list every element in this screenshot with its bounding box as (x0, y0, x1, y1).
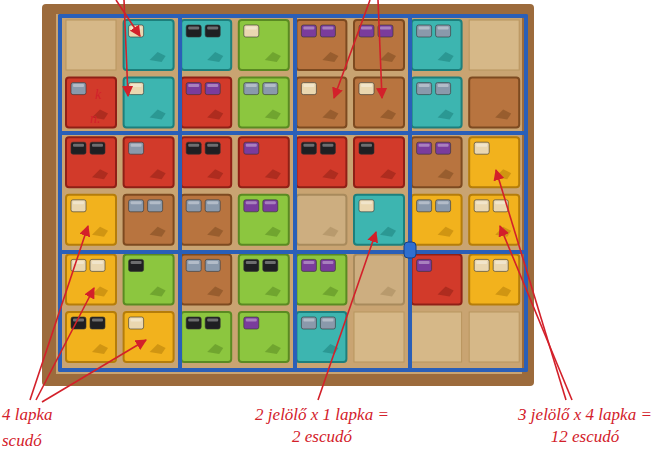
board-tile (354, 312, 404, 362)
board-tile (412, 254, 462, 304)
leader-arrow (318, 232, 376, 400)
leader-arrow (124, 0, 128, 96)
board-tile (181, 195, 231, 245)
board-tile (181, 78, 231, 128)
board-tile (296, 20, 346, 70)
region-borders (60, 16, 526, 370)
callout-text: 2 jelölő x 1 lapka = 2 escudó (255, 404, 390, 448)
board-tile (124, 137, 174, 187)
leader-arrow (378, 0, 382, 98)
leader-arrow (36, 288, 94, 400)
callout-text: 3 jelölő x 4 lapka = 12 escudó (517, 404, 653, 448)
board-frame (42, 4, 534, 386)
callout-text: k (95, 86, 101, 104)
board-tile (124, 254, 174, 304)
board-tile (124, 78, 174, 128)
board-tile (239, 254, 289, 304)
leader-arrow (116, 0, 140, 36)
leader-arrow (334, 0, 370, 98)
board-tile (469, 137, 519, 187)
board-tile (181, 312, 231, 362)
leader-arrow (30, 226, 88, 400)
board-ground (56, 14, 522, 374)
board-tile (66, 254, 116, 304)
board-tile (239, 195, 289, 245)
board-tile (66, 20, 116, 70)
leader-arrow (496, 170, 566, 400)
callout-text: n. (90, 110, 101, 128)
board-tile (181, 254, 231, 304)
board-tile (296, 195, 346, 245)
callout-text: 4 lapka (2, 404, 53, 426)
board-tile (66, 78, 116, 128)
board-tile (239, 78, 289, 128)
board-tile (412, 312, 462, 362)
board-tile (124, 312, 174, 362)
board-tile (412, 195, 462, 245)
board-tile (239, 137, 289, 187)
board-tile (296, 254, 346, 304)
board-tile (469, 312, 519, 362)
board (42, 4, 534, 386)
board-tile (66, 312, 116, 362)
board-tile (66, 137, 116, 187)
leader-lines (30, 0, 572, 402)
board-tile (354, 137, 404, 187)
callout-text: scudó (2, 430, 42, 452)
board-tile (239, 312, 289, 362)
board-tile (469, 254, 519, 304)
board-tile (469, 78, 519, 128)
board-tile (412, 20, 462, 70)
leader-arrow (500, 226, 572, 400)
board-tile (412, 137, 462, 187)
board-tile (469, 20, 519, 70)
player-marker (404, 242, 416, 258)
board-tile (66, 195, 116, 245)
board-tile (354, 78, 404, 128)
board-tile (239, 20, 289, 70)
board-tile (181, 137, 231, 187)
board-tile (124, 195, 174, 245)
board-tile (354, 195, 404, 245)
board-tile (296, 312, 346, 362)
board-tile (354, 254, 404, 304)
board-tile (181, 20, 231, 70)
board-tile (296, 137, 346, 187)
leader-arrow (42, 340, 146, 402)
board-tile (124, 20, 174, 70)
board-tile (412, 78, 462, 128)
